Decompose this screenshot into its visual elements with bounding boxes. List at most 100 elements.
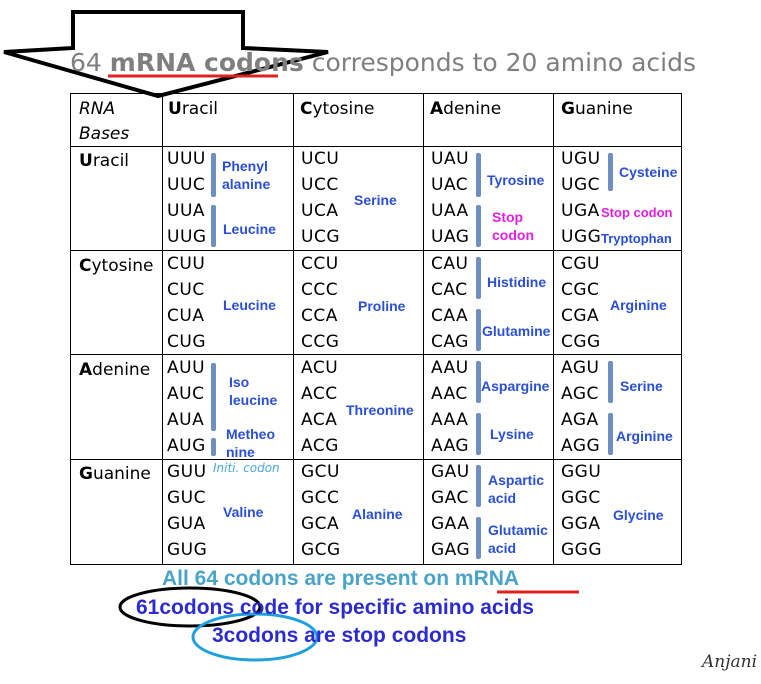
amino-acid-label: Phenyl [222,158,268,174]
codon-cell: UGA [561,201,600,221]
codon-cell: GAC [431,488,469,508]
column-header-guanine: Guanine [561,99,633,119]
codon-cell: UCG [301,227,340,247]
amino-acid-label: Glutamic [488,522,548,538]
codon-cell: CGG [561,332,601,352]
codon-cell: ACA [301,410,338,430]
amino-acid-label: Leucine [223,221,276,237]
amino-acid-label: Leucine [223,297,276,313]
amino-acid-label: Serine [354,192,397,208]
page-title: 64 mRNA codons corresponds to 20 amino a… [70,48,697,77]
amino-acid-label: Glycine [613,507,664,523]
codon-cell: CUA [167,306,205,326]
codon-cell: ACC [301,384,338,404]
bracket-bar [211,205,216,247]
amino-acid-label: Alanine [352,506,403,522]
codon-cell: UGC [561,175,600,195]
amino-acid-label: Arginine [610,297,667,313]
codon-cell: UAG [431,227,470,247]
codon-cell: CCA [301,306,338,326]
codon-cell: CUC [167,280,205,300]
amino-acid-label: leucine [229,392,278,408]
amino-acid-label: acid [488,540,517,556]
codon-cell: AGC [561,384,599,404]
note-line-1: All 64 codons are present on mRNA [162,567,520,590]
codon-cell: GCC [301,488,340,508]
amino-acid-label: Cysteine [619,164,678,180]
note-line-2: 61codons code for specific amino acids [136,596,534,619]
amino-acid-label: Tryptophan [601,231,672,246]
codon-cell: UUA [167,201,206,221]
codon-cell: CAA [431,306,469,326]
bracket-bar [476,413,481,455]
codon-cell: AUA [167,410,205,430]
codon-cell: AGA [561,410,599,430]
down-arrow-icon [3,10,329,99]
bracket-bar [476,465,481,507]
bracket-bar [211,363,216,431]
bracket-bar [476,361,481,403]
amino-acid-label: Tyrosine [487,172,545,188]
note-line-3: 3codons are stop codons [212,624,467,647]
codon-cell: CGU [561,254,600,274]
codon-cell: CUG [167,332,206,352]
codon-cell: UAU [431,149,470,169]
row-header-guanine: Guanine [79,464,151,484]
codon-cell: AGG [561,436,601,456]
codon-cell: GGG [561,540,603,560]
bracket-bar [608,413,613,455]
codon-cell: GAG [431,540,471,560]
codon-cell: UGU [561,149,601,169]
amino-acid-label: Arginine [616,428,673,444]
codon-cell: UUG [167,227,207,247]
codon-cell: CGA [561,306,600,326]
initiation-codon-note: Initi. codon [213,461,280,475]
amino-acid-label: Proline [358,298,406,314]
codon-cell: UAA [431,201,469,221]
amino-acid-label: nine [226,444,255,460]
codon-cell: GUU [167,462,207,482]
codon-cell: UUC [167,175,206,195]
codon-cell: UCA [301,201,339,221]
codon-cell: GUA [167,514,206,534]
amino-acid-label: Serine [620,378,663,394]
codon-cell: GCU [301,462,340,482]
bracket-bar [608,153,613,191]
bracket-bar [476,309,481,351]
codon-cell: AAU [431,358,469,378]
codon-cell: AAA [431,410,469,430]
codon-cell: GCA [301,514,340,534]
bracket-bar [211,438,216,456]
codon-cell: ACG [301,436,339,456]
amino-acid-label: Iso [229,374,250,390]
amino-acid-label: Aspartic [488,472,545,488]
codon-cell: CCC [301,280,339,300]
bracket-bar [476,153,481,197]
codons-3-circle [191,612,319,662]
codon-cell: GGU [561,462,602,482]
codon-cell: AUC [167,384,205,404]
codon-cell: UCC [301,175,339,195]
codon-cell: CUU [167,254,206,274]
amino-acid-label: acid [488,490,517,506]
codon-cell: CGC [561,280,600,300]
codon-cell: GUG [167,540,208,560]
codon-cell: GUC [167,488,206,508]
corner-label-bases: Bases [79,124,130,144]
amino-acid-label: alanine [222,176,271,192]
codon-cell: GGC [561,488,601,508]
amino-acid-label: Histidine [487,274,547,290]
codon-cell: GAU [431,462,470,482]
codon-cell: CAU [431,254,469,274]
bracket-bar [608,361,613,403]
amino-acid-label: Metheo [226,426,275,442]
codon-cell: AAG [431,436,470,456]
row-header-cytosine: Cytosine [79,256,154,276]
amino-acid-label: Aspargine [481,378,550,394]
codon-cell: CAG [431,332,469,352]
codon-cell: UCU [301,149,340,169]
codon-cell: ACU [301,358,339,378]
codon-cell: UAC [431,175,469,195]
codons-61-circle [118,586,262,628]
